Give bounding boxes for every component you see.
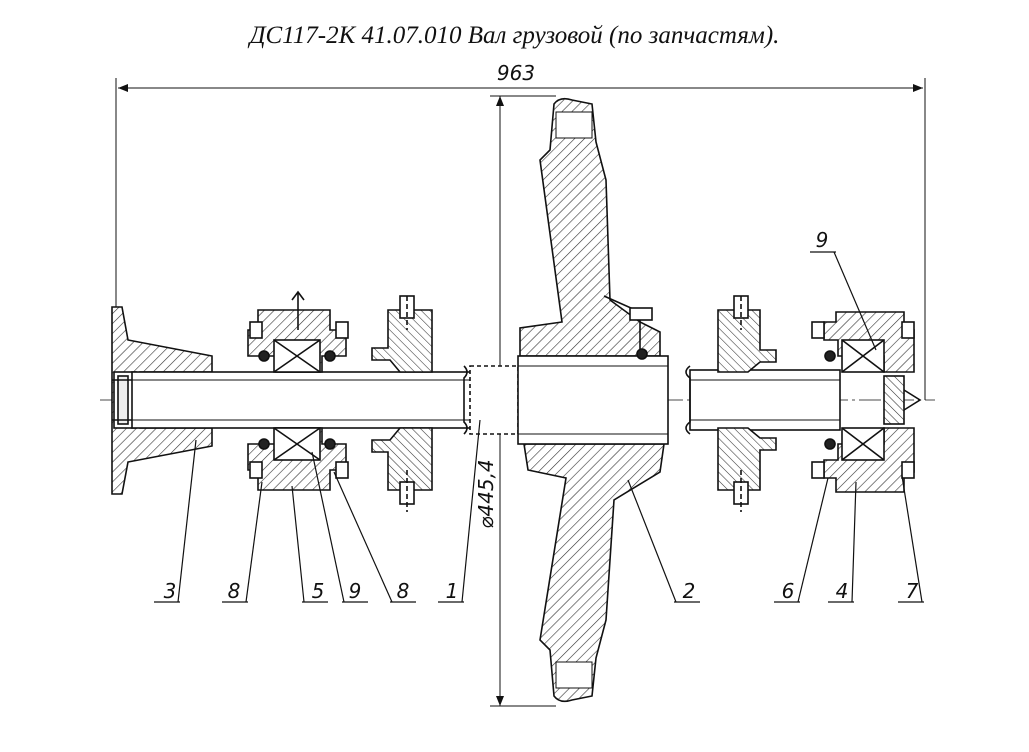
callout-6: 6	[782, 579, 795, 603]
left-hub-flange	[111, 306, 213, 495]
callout-4: 4	[836, 579, 849, 603]
overall-length-label: 963	[497, 61, 535, 85]
sprocket-wheel	[517, 97, 669, 703]
right-bearing-housing	[811, 311, 922, 493]
sprocket-diameter-label: ⌀445,4	[474, 459, 498, 528]
callout-5: 5	[312, 579, 325, 603]
left-tensioner-bracket	[371, 295, 433, 512]
main-shaft	[131, 365, 841, 435]
callout-8-right: 8	[397, 579, 410, 603]
callout-9-lower: 9	[349, 579, 362, 603]
drawing-title: ДС117-2К 41.07.010 Вал грузовой (по запч…	[249, 22, 780, 49]
left-bearing-housing	[247, 290, 349, 491]
callout-8-left: 8	[228, 579, 241, 603]
right-tensioner-bracket	[717, 295, 777, 512]
callout-2: 2	[683, 579, 696, 603]
callout-7: 7	[906, 579, 919, 603]
callout-9-upper: 9	[816, 228, 829, 252]
leader-lines	[154, 251, 924, 603]
callout-1: 1	[446, 579, 459, 603]
callout-3: 3	[164, 579, 177, 603]
